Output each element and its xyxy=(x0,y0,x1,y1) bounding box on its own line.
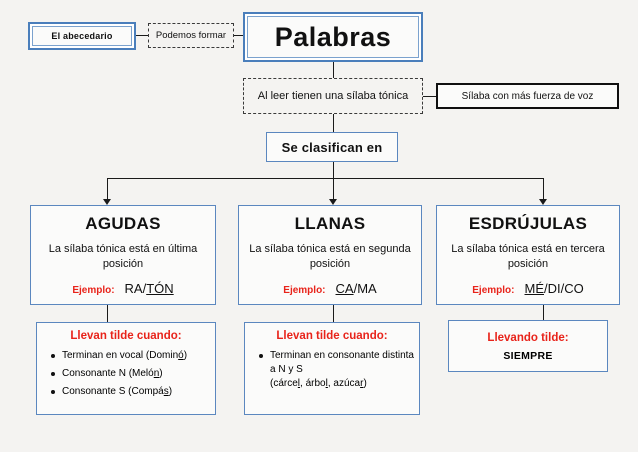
connector-tonic-to-clasifican xyxy=(333,114,334,132)
category-title-esdrujulas: ESDRÚJULAS xyxy=(468,214,588,233)
category-example-llanas: Ejemplo: CA/MA xyxy=(283,281,376,296)
node-palabras[interactable]: Palabras xyxy=(243,12,423,62)
arrow-agudas-icon xyxy=(103,199,111,205)
node-se-clasifican-en-label: Se clasifican en xyxy=(281,139,383,155)
category-description-esdrujulas: La sílaba tónica está en tercera posició… xyxy=(451,243,605,270)
connector-clasifican-stem xyxy=(333,162,334,179)
example-value-llanas: CA/MA xyxy=(335,281,377,296)
list-item: Consonante N (Melón) xyxy=(51,367,217,381)
node-el-abecedario-label: El abecedario xyxy=(51,31,113,41)
node-podemos-formar[interactable]: Podemos formar xyxy=(148,23,234,48)
node-silaba-fuerza-voz[interactable]: Sílaba con más fuerza de voz xyxy=(436,83,619,109)
list-item: Consonante S (Compás) xyxy=(51,385,217,399)
example-value-agudas: RA/TÓN xyxy=(124,281,174,296)
rule-always-esdrujulas: SIEMPRE xyxy=(503,349,553,362)
category-card-agudas[interactable]: AGUDAS La sílaba tónica está en última p… xyxy=(30,205,216,305)
category-example-agudas: Ejemplo: RA/TÓN xyxy=(72,281,173,296)
rule-title-agudas: Llevan tilde cuando: xyxy=(70,330,182,342)
rule-list-agudas: Terminan en vocal (Dominó) Consonante N … xyxy=(35,349,217,403)
example-label-llanas: Ejemplo: xyxy=(283,285,326,296)
rule-card-esdrujulas[interactable]: Llevando tilde: SIEMPRE xyxy=(448,320,608,372)
connector-relation-to-palabras xyxy=(234,35,248,36)
category-description-llanas: La sílaba tónica está en segunda posició… xyxy=(249,243,411,270)
category-card-llanas[interactable]: LLANAS La sílaba tónica está en segunda … xyxy=(238,205,422,305)
rule-card-llanas[interactable]: Llevan tilde cuando: Terminan en consona… xyxy=(244,322,420,415)
rule-card-agudas[interactable]: Llevan tilde cuando: Terminan en vocal (… xyxy=(36,322,216,415)
node-el-abecedario[interactable]: El abecedario xyxy=(28,22,136,50)
node-silaba-tonica-label: Al leer tienen una sílaba tónica xyxy=(257,89,409,102)
connector-agudas-to-rule xyxy=(107,305,108,322)
category-description-agudas: La sílaba tónica está en última posición xyxy=(48,243,198,270)
example-label-esdrujulas: Ejemplo: xyxy=(472,285,515,296)
rule-title-esdrujulas: Llevando tilde: xyxy=(487,331,569,344)
rule-examples-llanas: (cárcel, árbol, azúcar) xyxy=(270,378,367,389)
example-value-esdrujulas: MÉ/DI/CO xyxy=(524,281,584,296)
node-podemos-formar-label: Podemos formar xyxy=(155,30,227,41)
connector-abecedario-to-relation xyxy=(136,35,148,36)
category-example-esdrujulas: Ejemplo: MÉ/DI/CO xyxy=(472,281,583,296)
node-silaba-tonica[interactable]: Al leer tienen una sílaba tónica xyxy=(243,78,423,114)
arrow-llanas-icon xyxy=(329,199,337,205)
category-card-esdrujulas[interactable]: ESDRÚJULAS La sílaba tónica está en terc… xyxy=(436,205,620,305)
connector-branch-agudas xyxy=(107,178,108,201)
connector-branch-llanas xyxy=(333,178,334,201)
list-item: Terminan en consonante distinta a N y S … xyxy=(259,349,421,391)
page-title: Palabras xyxy=(274,21,392,52)
node-se-clasifican-en[interactable]: Se clasifican en xyxy=(266,132,398,162)
connector-palabras-to-tonic xyxy=(333,62,334,78)
category-title-llanas: LLANAS xyxy=(294,214,366,233)
rule-list-llanas: Terminan en consonante distinta a N y S … xyxy=(243,349,421,395)
connector-llanas-to-rule xyxy=(333,305,334,322)
list-item: Terminan en vocal (Dominó) xyxy=(51,349,217,363)
connector-branch-esdrujulas xyxy=(543,178,544,201)
connector-tonic-to-sidenote xyxy=(423,96,437,97)
connector-esdrujulas-to-rule xyxy=(543,305,544,320)
example-label-agudas: Ejemplo: xyxy=(72,285,115,296)
category-title-agudas: AGUDAS xyxy=(85,214,161,233)
arrow-esdrujulas-icon xyxy=(539,199,547,205)
connector-branch-horizontal xyxy=(107,178,544,179)
node-silaba-fuerza-voz-label: Sílaba con más fuerza de voz xyxy=(461,90,594,102)
rule-title-llanas: Llevan tilde cuando: xyxy=(276,330,388,342)
